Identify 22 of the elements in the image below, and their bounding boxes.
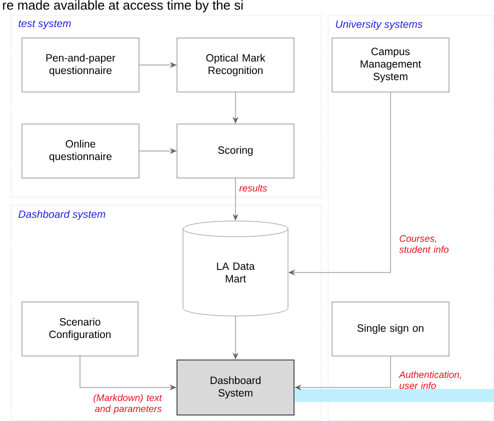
arrow (232, 178, 238, 220)
edge-label: Courses, student info (399, 235, 449, 253)
arrow (288, 92, 391, 276)
arrow (80, 356, 176, 390)
process-box: Campus Management System (332, 38, 450, 92)
database-cylinder: LA Data Mart (182, 220, 288, 316)
process-box: Scenario Configuration (22, 302, 138, 356)
process-box: Dashboard System (176, 360, 294, 416)
process-box: Optical Mark Recognition (176, 38, 294, 92)
edge-label: (Markdown) text and parameters (94, 394, 162, 414)
process-box: Online questionnaire (22, 124, 140, 178)
process-box: Scoring (176, 124, 294, 178)
arrow (139, 62, 176, 68)
edge-label: Authentication, user info (398, 371, 461, 389)
arrow (139, 148, 176, 154)
arrow (232, 316, 238, 360)
edge-label: results (239, 184, 267, 192)
arrow (232, 92, 238, 124)
heading-text: re made available at access time by the si (3, 0, 243, 12)
process-box: Single sign on (332, 302, 450, 356)
arrow (294, 356, 391, 390)
process-box: Pen-and-paper questionnaire (22, 38, 140, 92)
